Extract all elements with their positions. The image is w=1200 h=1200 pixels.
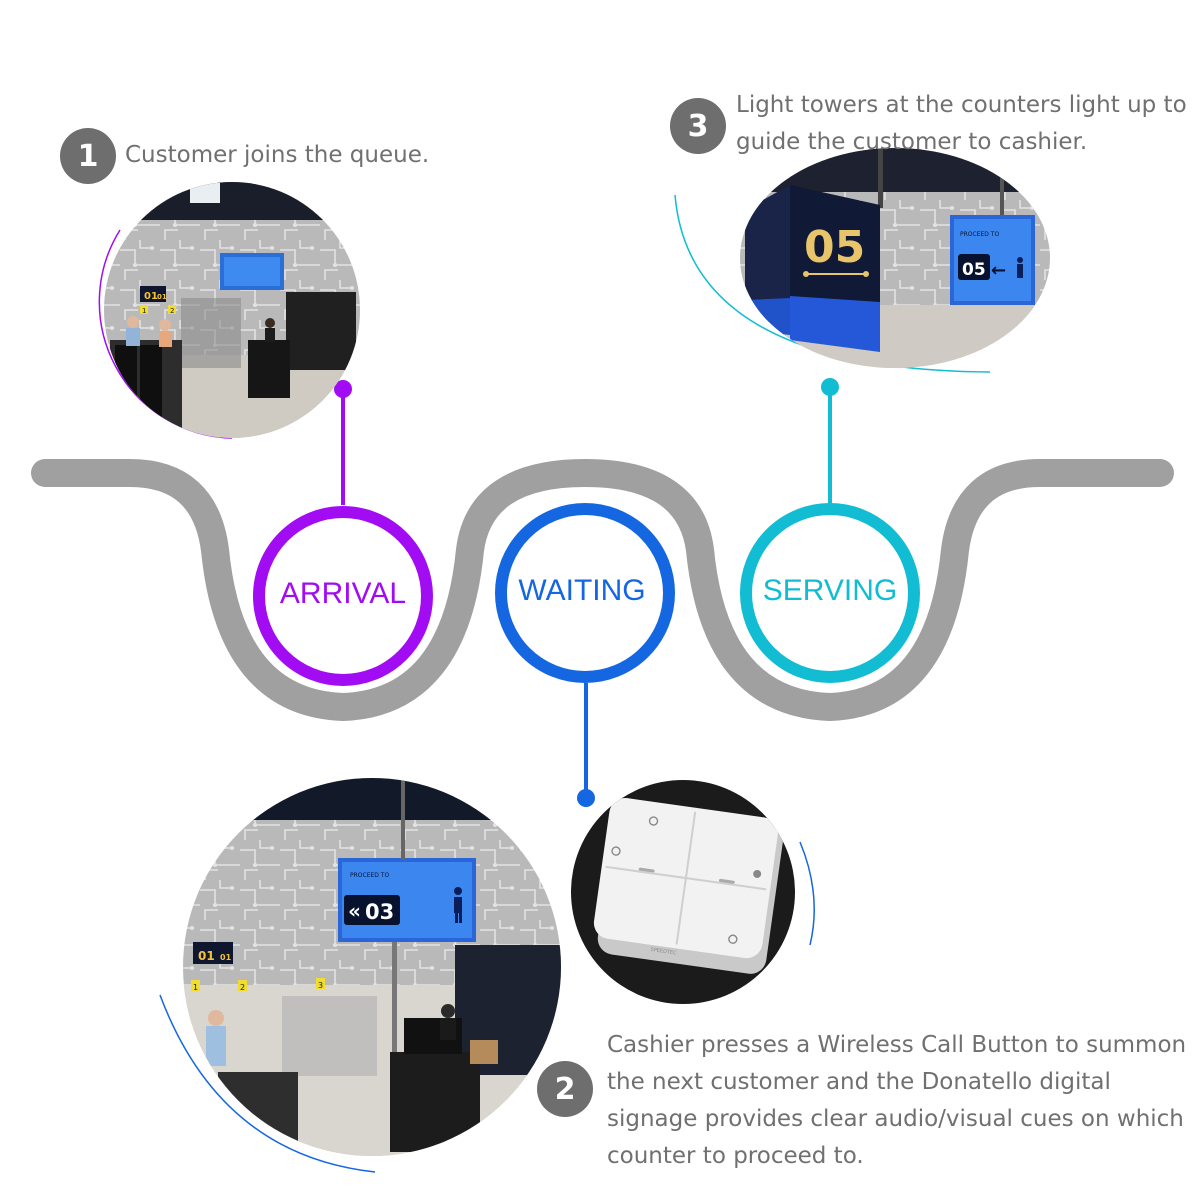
waiting-connector-dot [577,789,595,807]
step-text-2: Cashier presses a Wireless Call Button t… [607,1032,1187,1169]
stage-label-serving: SERVING [762,574,898,607]
arrival-connector-dot [334,380,352,398]
arrival-photo: 01 01 1 2 [104,182,360,438]
waiting-ring [495,503,675,683]
arrival-photo-counter: 01 [144,291,158,302]
waiting-photo-shelf-1: 1 [193,983,198,992]
serving-photo: 05 05 PROCEED TO 05 ← [740,0,1050,368]
arrival-photo-shelf-1: 1 [142,307,146,315]
call-button-photo: SPEEDTEC [571,780,795,1004]
waiting-photo-screen-number: 03 [365,900,394,924]
waiting-photo-arc [159,994,376,1173]
waiting-photo-counter-b: 01 [220,953,232,962]
call-button-brand: SPEEDTEC [650,947,677,957]
arrival-photo-counter-b: 01 [157,293,167,301]
arrival-photo-shelf-2: 2 [170,307,174,315]
serving-photo-screen-number: 05 [962,260,986,280]
step-text-3: Light towers at the counters light up to… [736,92,1187,155]
journey-road [31,459,1174,721]
waiting-photo-shelf-2: 2 [240,983,245,992]
step-badge-2: 2 [537,1061,593,1117]
step-text-1: Customer joins the queue. [125,142,430,168]
waiting-photo-counter: 01 [198,949,215,963]
stage-label-waiting: WAITING [518,574,646,607]
waiting-photo-screen-arrow: « [348,899,361,923]
serving-photo-screen-title: PROCEED TO [960,231,999,238]
stage-label-arrival: ARRIVAL [279,577,407,610]
serving-photo-screen-arrow: ← [991,260,1006,281]
button-photo-arc [799,841,815,946]
step-badge-3: 3 [670,98,726,154]
serving-ring [740,503,920,683]
waiting-photo: PROCEED TO « 03 01 01 1 2 3 [183,778,561,1156]
waiting-photo-shelf-3: 3 [318,981,323,990]
arrival-ring [253,506,433,686]
waiting-photo-screen-title: PROCEED TO [350,872,389,879]
serving-photo-tower-side: 05 [748,0,784,3]
serving-connector-dot [821,378,839,396]
serving-photo-tower-number: 05 [804,222,865,273]
step-badge-1: 1 [60,128,116,184]
serving-photo-arc [674,194,991,373]
